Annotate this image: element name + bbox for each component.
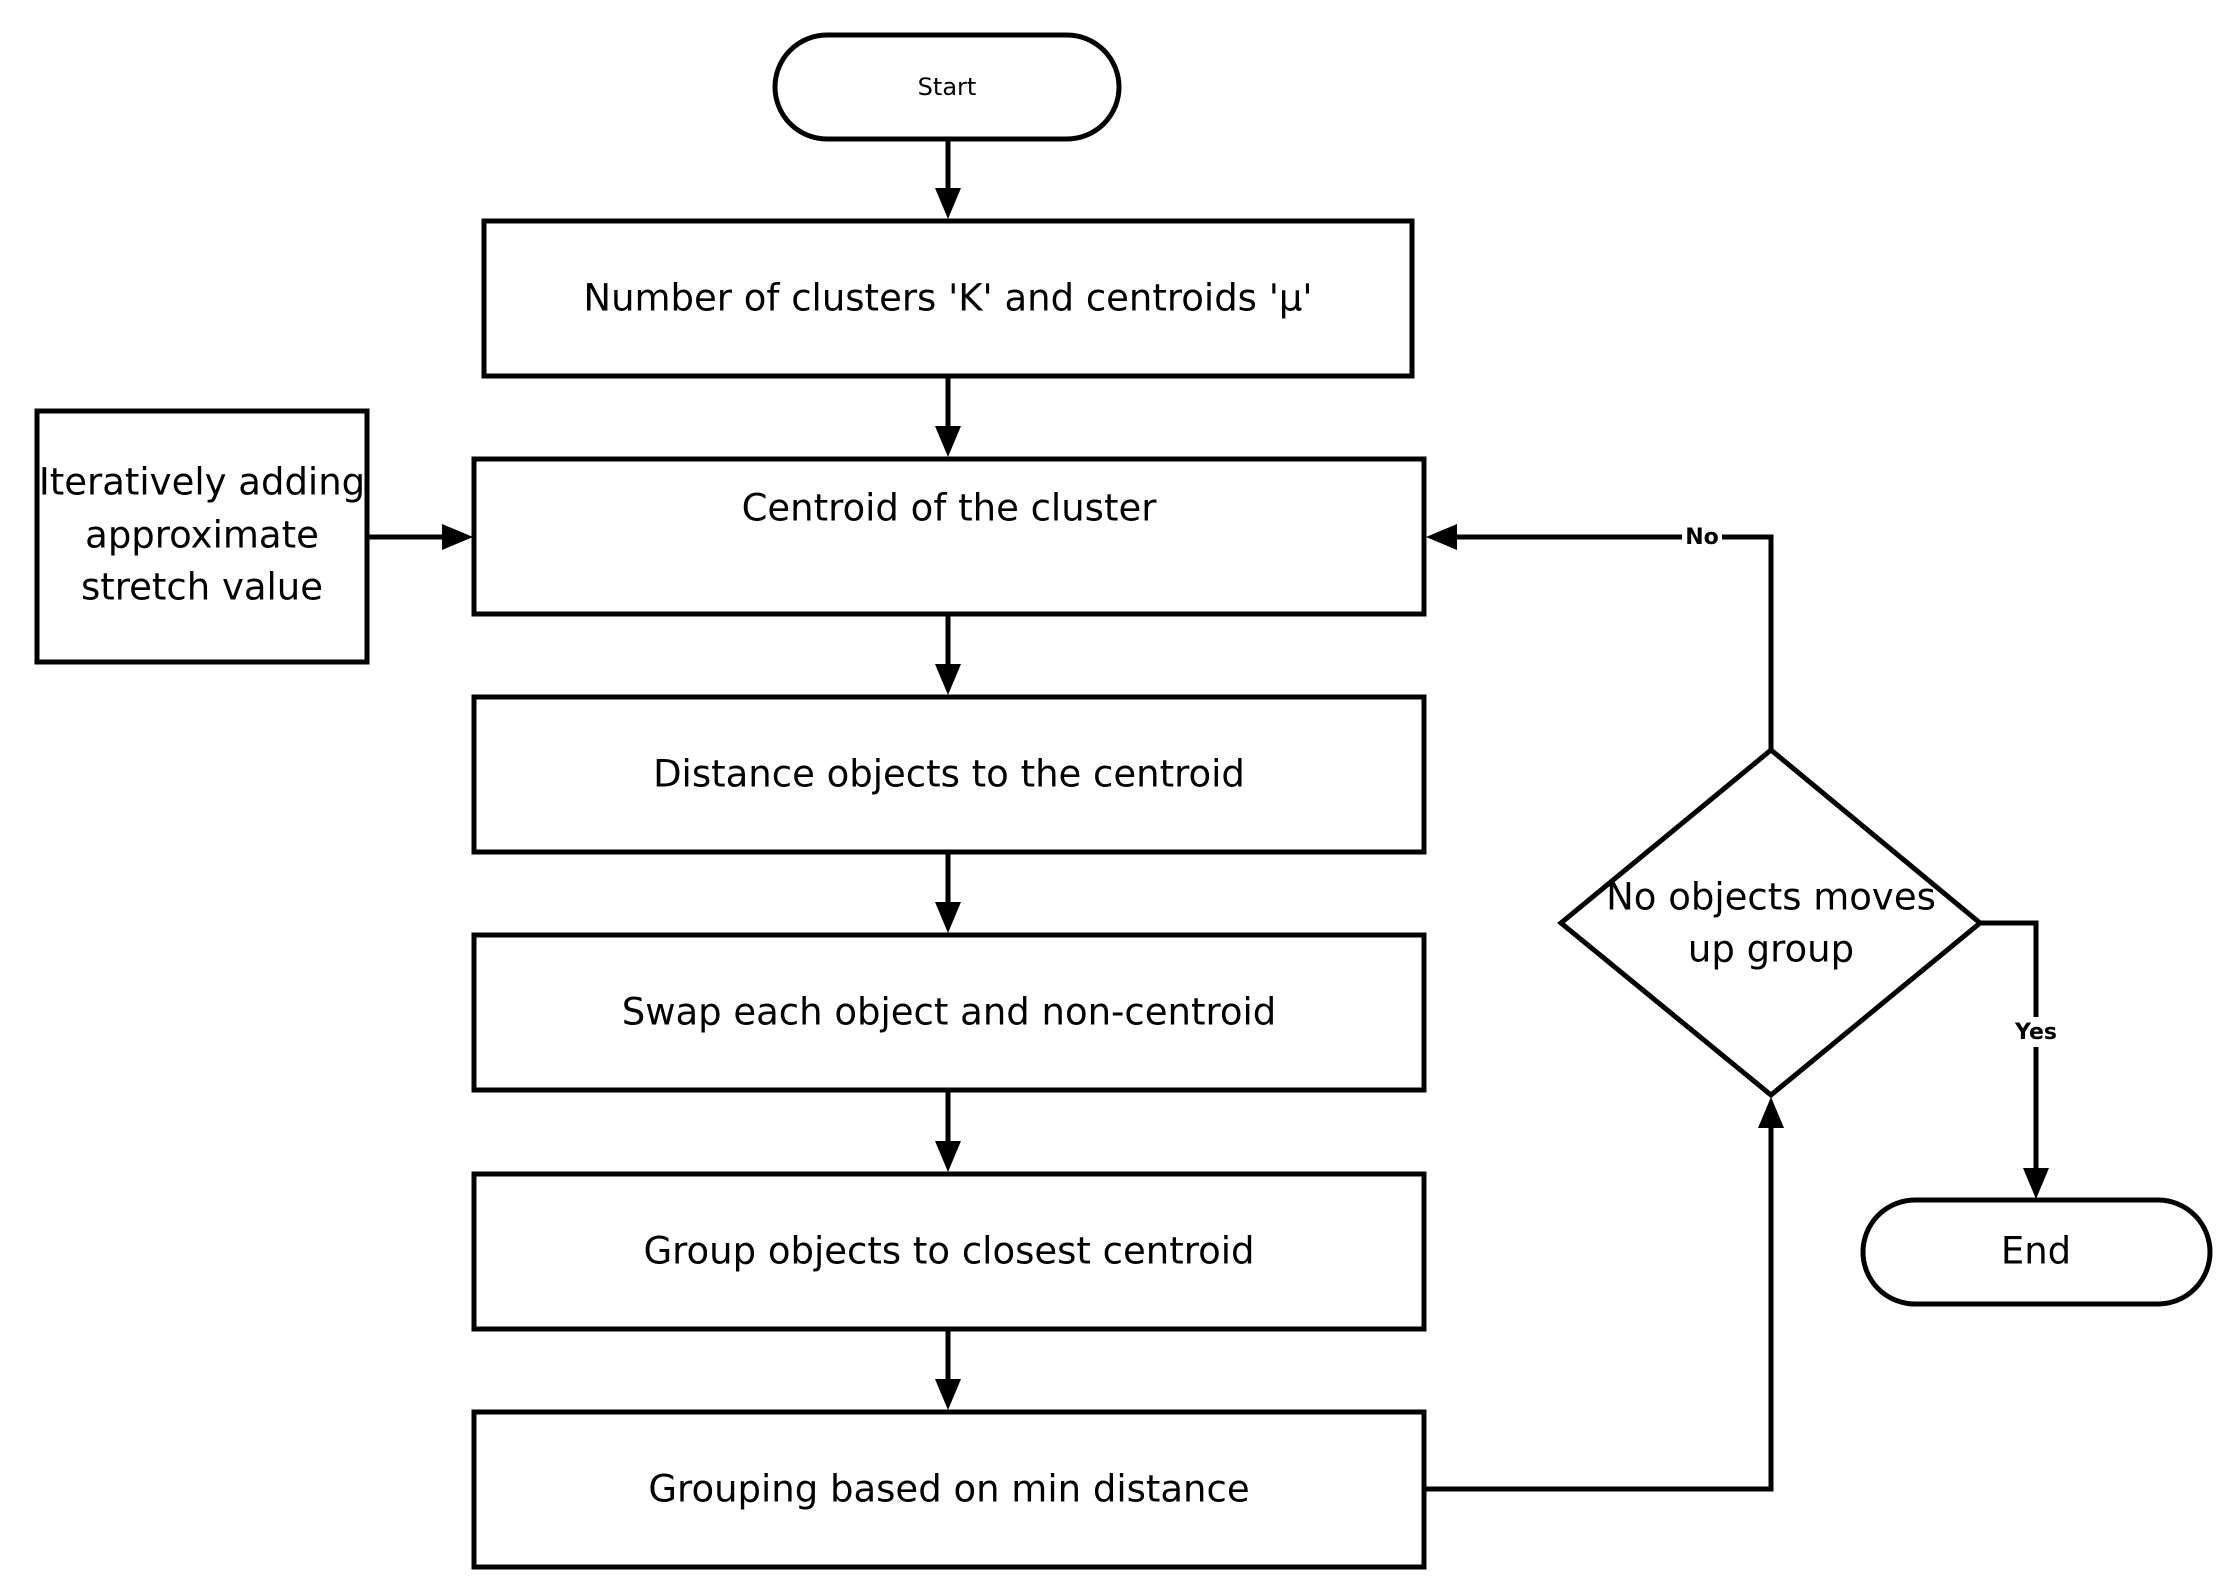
swap-label: Swap each object and non-centroid <box>622 991 1277 1034</box>
init-clusters-label: Number of clusters 'K' and centroids 'μ' <box>583 277 1312 320</box>
arrow-init-to-centroid <box>935 376 961 457</box>
decision-line-1: No objects moves <box>1606 876 1936 919</box>
end-node: End <box>1860 1197 2213 1307</box>
arrow-centroid-to-distance <box>935 614 961 695</box>
group-label: Group objects to closest centroid <box>643 1230 1254 1273</box>
arrow-stretch-to-centroid <box>367 524 473 550</box>
centroid-label: Centroid of the cluster <box>742 487 1158 530</box>
arrow-decision-yes-to-end: Yes <box>1980 920 2060 1199</box>
stretch-input-line-1: Iteratively adding <box>39 461 365 504</box>
arrow-group-to-grouping <box>935 1329 961 1410</box>
end-label: End <box>2001 1230 2071 1273</box>
group-node: Group objects to closest centroid <box>471 1171 1427 1332</box>
no-edge-label: No <box>1685 525 1719 550</box>
distance-node: Distance objects to the centroid <box>471 694 1427 855</box>
centroid-node: Centroid of the cluster <box>471 456 1427 617</box>
start-node: Start <box>772 32 1122 142</box>
grouping-label: Grouping based on min distance <box>648 1468 1249 1511</box>
arrow-grouping-to-decision <box>1424 1097 1784 1492</box>
stretch-input-node: Iteratively adding approximate stretch v… <box>34 408 370 665</box>
decision-line-2: up group <box>1688 928 1854 971</box>
yes-edge-label: Yes <box>2014 1020 2057 1045</box>
distance-label: Distance objects to the centroid <box>653 753 1245 796</box>
start-label: Start <box>918 73 977 101</box>
decision-node: No objects moves up group <box>1557 746 1984 1099</box>
stretch-input-line-3: stretch value <box>81 566 323 609</box>
swap-node: Swap each object and non-centroid <box>471 932 1427 1093</box>
arrow-distance-to-swap <box>935 852 961 933</box>
arrow-decision-no-to-centroid: No <box>1426 522 1774 750</box>
arrow-swap-to-group <box>935 1090 961 1172</box>
grouping-node: Grouping based on min distance <box>471 1409 1427 1570</box>
arrow-start-to-init <box>935 139 961 219</box>
init-clusters-node: Number of clusters 'K' and centroids 'μ' <box>481 218 1415 379</box>
stretch-input-line-2: approximate <box>85 514 319 557</box>
